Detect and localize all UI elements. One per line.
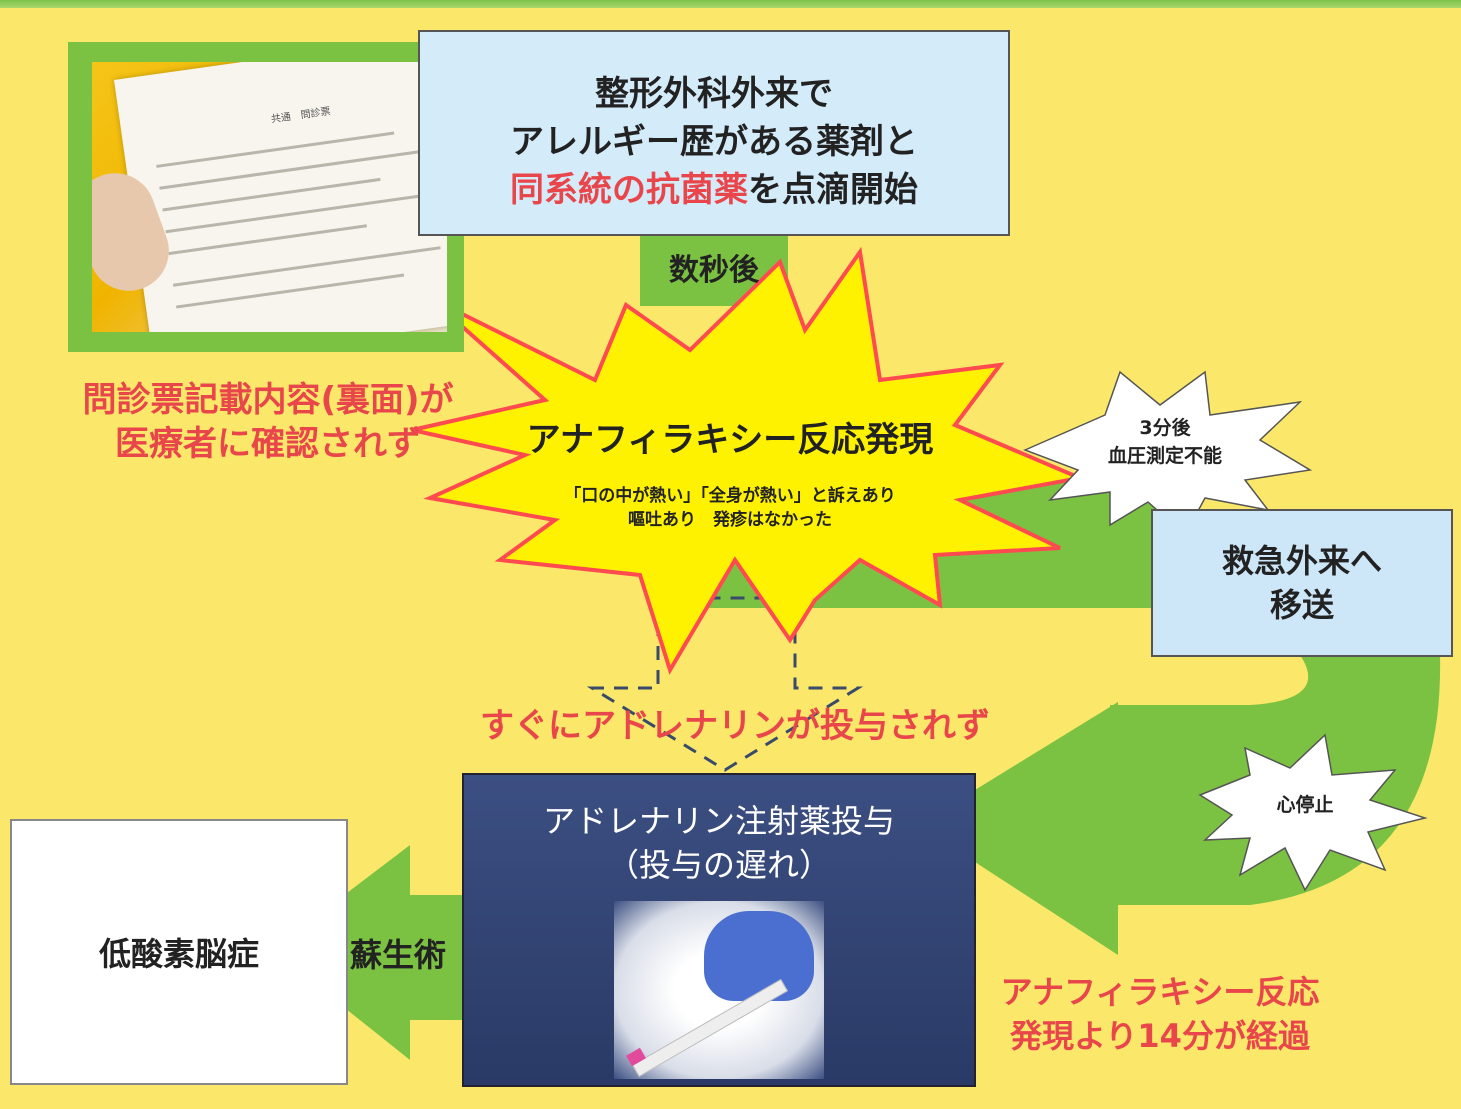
syringe-photo	[614, 901, 824, 1079]
questionnaire-paper: 共通 問診票	[114, 62, 447, 332]
unchecked-line-2: 医療者に確認されず	[115, 424, 421, 464]
paper-title: 共通 問診票	[270, 106, 332, 126]
unchecked-line-1: 問診票記載内容(裏面)が	[82, 380, 454, 420]
elapsed-line-1: アナフィラキシー反応	[1000, 973, 1320, 1011]
three-min-label: 3分後 血圧測定不能	[1080, 414, 1250, 470]
adrenaline-line-2: （投与の遅れ）	[606, 846, 831, 884]
cpr-label: 蘇生術	[349, 936, 446, 974]
adrenaline-line-1: アドレナリン注射薬投与	[542, 802, 895, 840]
reaction-detail-1: 「口の中が熱い」「全身が熱い」と訴えあり	[564, 486, 896, 506]
reaction-star	[411, 246, 1087, 675]
start-line-3-red: 同系統の抗菌薬	[510, 170, 748, 210]
reaction-detail: 「口の中が熱い」「全身が熱い」と訴えあり 嘔吐あり 発疹はなかった	[480, 484, 980, 532]
start-line-3: 同系統の抗菌薬を点滴開始	[420, 166, 1008, 214]
three-min-line-2: 血圧測定不能	[1107, 445, 1222, 467]
questionnaire-photo: 共通 問診票	[92, 62, 447, 332]
reaction-title: アナフィラキシー反応発現	[526, 420, 934, 460]
start-line-2: アレルギー歴がある薬剤と	[510, 122, 918, 162]
start-box: 整形外科外来で アレルギー歴がある薬剤と 同系統の抗菌薬を点滴開始	[418, 30, 1010, 236]
seconds-label: 数秒後	[669, 253, 759, 288]
glove-image	[704, 911, 814, 1001]
adrenaline-box: アドレナリン注射薬投与 （投与の遅れ）	[462, 773, 976, 1087]
top-band	[0, 0, 1461, 8]
arrow-into-adrenaline	[918, 702, 1118, 955]
er-line-1: 救急外来へ	[1221, 542, 1382, 580]
cardiac-arrest-label: 心停止	[1276, 794, 1334, 816]
elapsed-label: アナフィラキシー反応 発現より14分が経過	[990, 970, 1330, 1058]
syringe-image	[632, 978, 788, 1078]
arrest-burst	[1198, 733, 1428, 892]
three-min-burst	[1023, 370, 1313, 537]
three-min-line-1: 3分後	[1139, 417, 1191, 439]
result-box: 低酸素脳症	[10, 819, 348, 1085]
delay-label: すぐにアドレナリンが投与されず	[480, 706, 990, 746]
elapsed-line-2: 発現より14分が経過	[1010, 1017, 1310, 1055]
reaction-detail-2: 嘔吐あり 発疹はなかった	[628, 510, 832, 530]
start-line-3-rest: を点滴開始	[748, 170, 918, 210]
er-transfer-box: 救急外来へ 移送	[1151, 509, 1453, 657]
er-line-2: 移送	[1269, 586, 1334, 624]
reaction-text: アナフィラキシー反応発現 「口の中が熱い」「全身が熱い」と訴えあり 嘔吐あり 発…	[480, 418, 980, 532]
start-line-1: 整形外科外来で	[595, 74, 833, 114]
unchecked-label: 問診票記載内容(裏面)が 医療者に確認されず	[58, 378, 478, 466]
arrow-to-result	[272, 845, 468, 1060]
